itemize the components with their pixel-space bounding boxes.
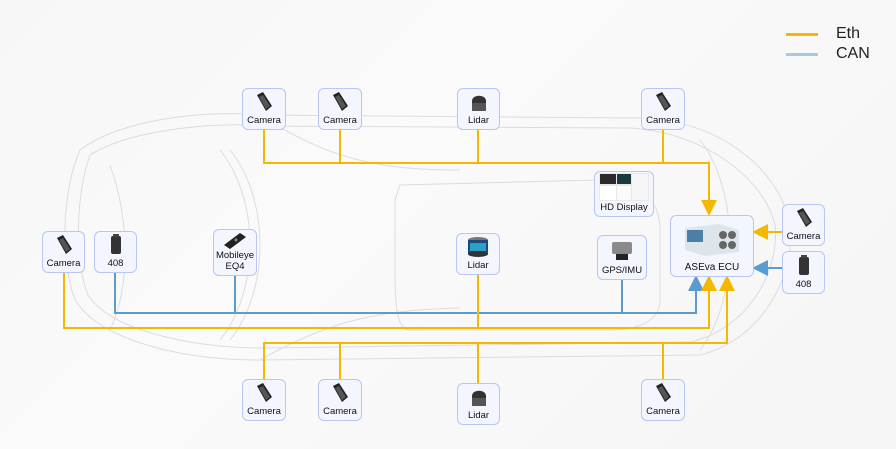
camera-icon: [319, 89, 361, 115]
ecu-icon: [671, 216, 753, 262]
node-camera-bottom-2[interactable]: Camera: [318, 379, 362, 421]
camera-icon: [319, 380, 361, 406]
node-lidar-center[interactable]: Lidar: [456, 233, 500, 275]
node-camera-bottom-3[interactable]: Camera: [641, 379, 685, 421]
node-mobileye[interactable]: Mobileye EQ4: [213, 229, 257, 276]
node-camera-bottom-1[interactable]: Camera: [242, 379, 286, 421]
camera-icon: [642, 380, 684, 406]
eth-wire-left-bus: [63, 273, 717, 329]
camera-icon: [243, 89, 285, 115]
eth-wire-top-bus: [263, 130, 717, 216]
node-label: Camera: [323, 115, 357, 126]
camera-icon: [43, 232, 84, 258]
node-hd-display[interactable]: HD Display: [594, 171, 654, 217]
display-icon: [595, 172, 653, 202]
node-radar-right[interactable]: 408: [782, 251, 825, 294]
legend-item-eth: Eth: [786, 24, 896, 44]
mobileye-icon: [214, 230, 256, 250]
node-label: 408: [795, 279, 812, 290]
camera-icon: [783, 205, 824, 231]
node-label: Camera: [646, 115, 680, 126]
radar-icon: [95, 232, 136, 258]
node-camera-right[interactable]: Camera: [782, 204, 825, 246]
camera-icon: [243, 380, 285, 406]
node-radar-left[interactable]: 408: [94, 231, 137, 273]
node-lidar-bottom[interactable]: Lidar: [457, 383, 500, 425]
node-camera-top-3[interactable]: Camera: [641, 88, 685, 130]
legend-label: CAN: [836, 45, 870, 62]
node-label: Camera: [646, 406, 680, 417]
node-camera-top-2[interactable]: Camera: [318, 88, 362, 130]
legend-swatch-can: [786, 52, 818, 56]
node-lidar-top[interactable]: Lidar: [457, 88, 500, 130]
node-label: Mobileye EQ4: [215, 250, 255, 272]
node-camera-left[interactable]: Camera: [42, 231, 85, 273]
node-label: Camera: [247, 115, 281, 126]
lidar-dome-icon: [458, 89, 499, 115]
node-label: Camera: [786, 231, 821, 242]
node-aseva-ecu[interactable]: ASEva ECU: [670, 215, 754, 277]
camera-icon: [642, 89, 684, 115]
node-label: Lidar: [467, 410, 490, 421]
legend-item-can: CAN: [786, 44, 896, 64]
node-label: HD Display: [600, 202, 648, 213]
node-gps-imu[interactable]: GPS/IMU: [597, 235, 647, 280]
gps-imu-icon: [598, 236, 646, 265]
node-label: ASEva ECU: [684, 262, 740, 273]
legend-swatch-eth: [786, 32, 818, 36]
legend-label: Eth: [836, 25, 861, 42]
node-label: Camera: [247, 406, 281, 417]
node-label: 408: [107, 258, 124, 269]
eth-wire-bottom-bus: [263, 275, 735, 379]
legend: Eth CAN: [786, 24, 896, 64]
node-label: Lidar: [467, 115, 490, 126]
node-label: GPS/IMU: [601, 265, 643, 276]
node-camera-top-1[interactable]: Camera: [242, 88, 286, 130]
can-wire-left-bus: [114, 273, 704, 314]
node-label: Camera: [323, 406, 357, 417]
lidar-spinning-icon: [457, 234, 499, 260]
node-label: Camera: [46, 258, 81, 269]
node-label: Lidar: [467, 260, 489, 271]
radar-icon: [783, 252, 824, 279]
lidar-dome-icon: [458, 384, 499, 410]
